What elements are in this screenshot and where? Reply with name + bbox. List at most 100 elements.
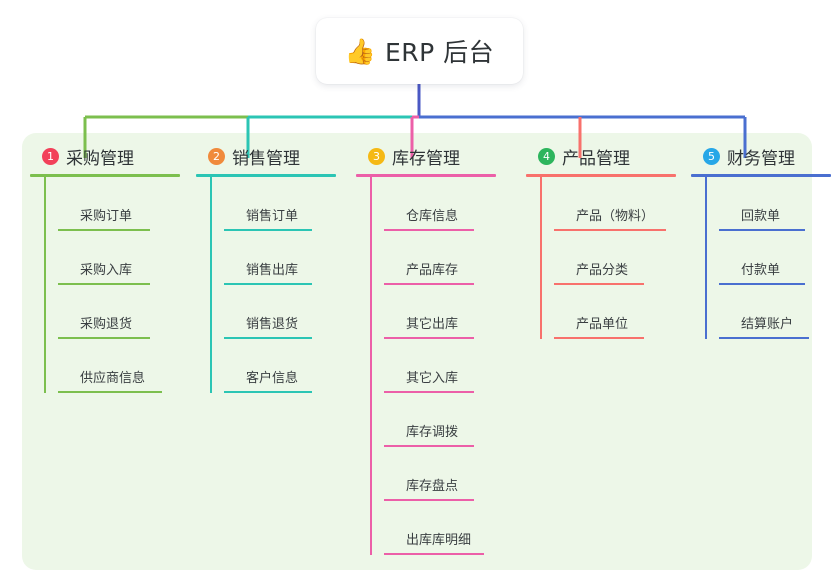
branch-item-underline bbox=[719, 229, 805, 231]
branch-item-label: 供应商信息 bbox=[80, 371, 146, 386]
branch-spine bbox=[540, 177, 542, 339]
branch-item-label: 销售订单 bbox=[246, 209, 299, 224]
branch-header-1[interactable]: 1 采购管理 bbox=[30, 143, 180, 169]
branch-item[interactable]: 销售退货 bbox=[224, 285, 336, 339]
branch-item[interactable]: 客户信息 bbox=[224, 339, 336, 393]
branch-underline bbox=[196, 174, 336, 177]
branch-item-list: 仓库信息产品库存其它出库其它入库库存调拨库存盘点出库库明细 bbox=[356, 177, 496, 555]
branch-item[interactable]: 产品单位 bbox=[554, 285, 676, 339]
branch-column-2: 2 销售管理销售订单销售出库销售退货客户信息 bbox=[196, 143, 336, 393]
branch-item-label: 付款单 bbox=[741, 263, 781, 278]
branch-item-underline bbox=[384, 445, 474, 447]
branch-item-list: 采购订单采购入库采购退货供应商信息 bbox=[30, 177, 180, 393]
branch-item-underline bbox=[384, 391, 474, 393]
branch-item[interactable]: 供应商信息 bbox=[58, 339, 180, 393]
branch-item[interactable]: 销售订单 bbox=[224, 177, 336, 231]
diagram-background-panel bbox=[22, 133, 812, 570]
branch-item-list: 产品（物料） 产品分类产品单位 bbox=[526, 177, 676, 339]
branch-item-label: 客户信息 bbox=[246, 371, 299, 386]
branch-item[interactable]: 出库库明细 bbox=[384, 501, 496, 555]
branch-item-underline bbox=[58, 337, 150, 339]
branch-number-badge: 2 bbox=[208, 147, 225, 165]
branch-item[interactable]: 采购订单 bbox=[58, 177, 180, 231]
branch-item-underline bbox=[58, 229, 150, 231]
branch-number-badge: 5 bbox=[703, 147, 720, 165]
root-node-label: ERP 后台 bbox=[384, 38, 495, 67]
branch-number-badge: 3 bbox=[368, 147, 385, 165]
branch-item[interactable]: 仓库信息 bbox=[384, 177, 496, 231]
branch-item[interactable]: 采购退货 bbox=[58, 285, 180, 339]
branch-item-list: 回款单付款单结算账户 bbox=[691, 177, 831, 339]
branch-item[interactable]: 产品（物料） bbox=[554, 177, 676, 231]
branch-item-underline bbox=[384, 499, 474, 501]
branch-item[interactable]: 其它入库 bbox=[384, 339, 496, 393]
branch-item-underline bbox=[384, 283, 474, 285]
branch-item[interactable]: 产品库存 bbox=[384, 231, 496, 285]
branch-item-underline bbox=[384, 337, 474, 339]
branch-item-label: 销售出库 bbox=[246, 263, 299, 278]
thumbs-up-icon: 👍 bbox=[344, 36, 376, 66]
branch-column-1: 1 采购管理采购订单采购入库采购退货供应商信息 bbox=[30, 143, 180, 393]
branch-item-label: 库存盘点 bbox=[406, 479, 459, 494]
branch-item[interactable]: 其它出库 bbox=[384, 285, 496, 339]
root-node-erp-backend[interactable]: 👍 ERP 后台 bbox=[316, 18, 523, 84]
branch-spine bbox=[210, 177, 212, 393]
branch-item[interactable]: 销售出库 bbox=[224, 231, 336, 285]
branch-spine bbox=[44, 177, 46, 393]
branch-title: 产品管理 bbox=[562, 148, 630, 169]
branch-item[interactable]: 库存调拨 bbox=[384, 393, 496, 447]
branch-item-label: 采购订单 bbox=[80, 209, 133, 224]
branch-item-label: 回款单 bbox=[741, 209, 781, 224]
branch-title: 采购管理 bbox=[66, 148, 134, 169]
branch-underline bbox=[30, 174, 180, 177]
branch-underline bbox=[356, 174, 496, 177]
branch-item-label: 出库库明细 bbox=[406, 533, 472, 548]
branch-item-list: 销售订单销售出库销售退货客户信息 bbox=[196, 177, 336, 393]
branch-item-underline bbox=[719, 283, 805, 285]
branch-item-label: 采购入库 bbox=[80, 263, 133, 278]
branch-header-5[interactable]: 5 财务管理 bbox=[691, 143, 831, 169]
branch-item-underline bbox=[554, 229, 666, 231]
branch-item-underline bbox=[224, 229, 312, 231]
branch-title: 销售管理 bbox=[232, 148, 300, 169]
branch-item-underline bbox=[224, 337, 312, 339]
branch-item-label: 其它出库 bbox=[406, 317, 459, 332]
branch-number-badge: 1 bbox=[42, 147, 59, 165]
branch-title: 财务管理 bbox=[727, 148, 795, 169]
branch-item-label: 产品（物料） bbox=[576, 209, 655, 224]
branch-item-label: 销售退货 bbox=[246, 317, 299, 332]
branch-spine bbox=[705, 177, 707, 339]
branch-item[interactable]: 付款单 bbox=[719, 231, 831, 285]
branch-column-4: 4 产品管理产品（物料） 产品分类产品单位 bbox=[526, 143, 676, 339]
branch-column-5: 5 财务管理回款单付款单结算账户 bbox=[691, 143, 831, 339]
branch-header-2[interactable]: 2 销售管理 bbox=[196, 143, 336, 169]
branch-item-label: 结算账户 bbox=[741, 317, 794, 332]
branch-item-label: 其它入库 bbox=[406, 371, 459, 386]
branch-item[interactable]: 采购入库 bbox=[58, 231, 180, 285]
branch-item-underline bbox=[384, 553, 484, 555]
branch-item-label: 仓库信息 bbox=[406, 209, 459, 224]
branch-item-underline bbox=[58, 283, 150, 285]
branch-item[interactable]: 结算账户 bbox=[719, 285, 831, 339]
branch-item-label: 库存调拨 bbox=[406, 425, 459, 440]
branch-underline bbox=[526, 174, 676, 177]
branch-item-underline bbox=[719, 337, 809, 339]
branch-item-underline bbox=[554, 283, 644, 285]
branch-item-underline bbox=[58, 391, 162, 393]
branch-item-label: 产品库存 bbox=[406, 263, 459, 278]
branch-item-underline bbox=[554, 337, 644, 339]
branch-item-underline bbox=[224, 391, 312, 393]
branch-item[interactable]: 库存盘点 bbox=[384, 447, 496, 501]
branch-number-badge: 4 bbox=[538, 147, 555, 165]
branch-item[interactable]: 产品分类 bbox=[554, 231, 676, 285]
branch-item-underline bbox=[384, 229, 474, 231]
branch-item-label: 产品分类 bbox=[576, 263, 629, 278]
branch-item-label: 产品单位 bbox=[576, 317, 629, 332]
branch-item-label: 采购退货 bbox=[80, 317, 133, 332]
branch-item[interactable]: 回款单 bbox=[719, 177, 831, 231]
branch-item-underline bbox=[224, 283, 312, 285]
branch-header-4[interactable]: 4 产品管理 bbox=[526, 143, 676, 169]
